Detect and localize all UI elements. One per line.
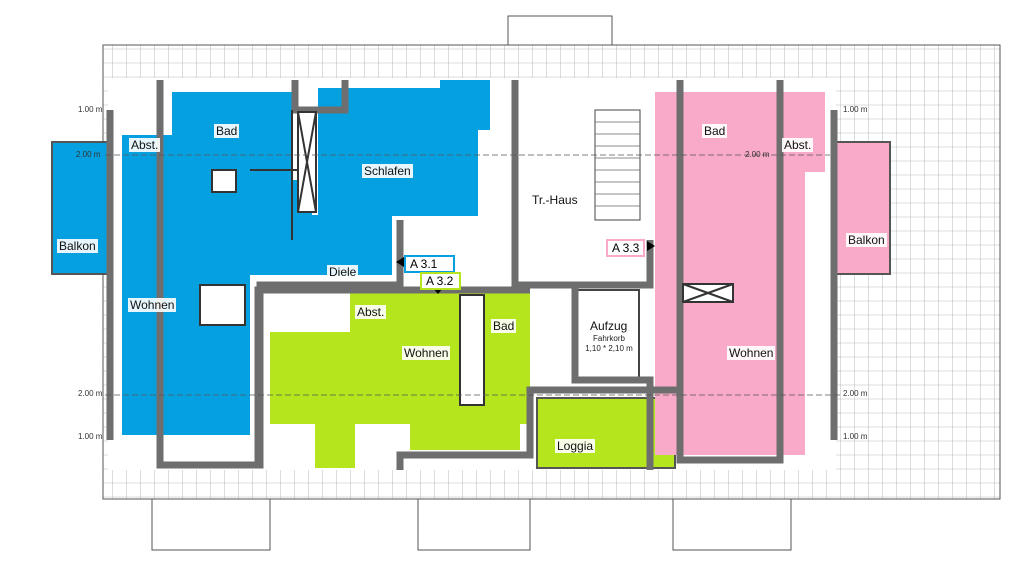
room-label-a31-diele: Diele	[327, 265, 359, 279]
balkon-left	[51, 141, 109, 275]
room-label-a33-abst: Abst.	[782, 138, 814, 152]
unit-tag-a32: A 3.2	[420, 272, 462, 290]
bottom-dormer-left	[151, 497, 271, 551]
room-label-a32-bad: Bad	[491, 319, 517, 333]
inner-walls	[199, 110, 734, 406]
unit-tag-a33: A 3.3	[606, 239, 646, 257]
dim-left-2m-top: 2.00 m	[76, 150, 101, 159]
dim-right-2m-top: 2.00 m	[745, 150, 770, 159]
lift-car-size: 1,10 * 2,10 m	[585, 344, 633, 353]
a31-entry-arrow	[396, 257, 404, 267]
dim-right-2m-bottom: 2.00 m	[843, 389, 868, 398]
room-label-a32-wohnen: Wohnen	[402, 346, 451, 360]
bottom-dormer-middle	[417, 497, 531, 551]
dim-left-1m-bottom: 1.00 m	[78, 432, 103, 441]
room-label-a33-balkon: Balkon	[846, 233, 887, 247]
bottom-dormer-right	[672, 497, 792, 551]
dim-right-1m-top: 1.00 m	[843, 105, 868, 114]
unit-tag-a31: A 3.1	[404, 255, 456, 273]
room-label-aufzug: Aufzug	[588, 319, 630, 333]
room-label-a31-abst: Abst.	[129, 138, 161, 152]
dim-left-1m-top: 1.00 m	[78, 105, 103, 114]
room-label-a31-schlafen: Schlafen	[362, 164, 413, 178]
loggia-area	[536, 397, 676, 469]
room-label-treppenhaus: Tr.-Haus	[530, 193, 580, 207]
room-label-a33-wohnen: Wohnen	[727, 346, 776, 360]
balkon-right	[833, 141, 891, 275]
lift-shaft	[576, 289, 640, 379]
room-label-a31-bad: Bad	[214, 124, 240, 138]
a33-entry-arrow	[647, 241, 655, 251]
dim-left-2m-bottom: 2.00 m	[78, 389, 103, 398]
room-label-loggia: Loggia	[555, 439, 596, 453]
room-label-a32-abst: Abst.	[355, 305, 387, 319]
room-label-a31-balkon: Balkon	[57, 239, 98, 253]
top-dormer	[507, 15, 613, 47]
lift-car-label: Fahrkorb	[592, 334, 625, 343]
dim-right-1m-bottom: 1.00 m	[843, 432, 868, 441]
stair-run	[594, 109, 641, 221]
room-label-a31-wohnen: Wohnen	[128, 298, 177, 312]
room-label-a33-bad: Bad	[702, 124, 728, 138]
